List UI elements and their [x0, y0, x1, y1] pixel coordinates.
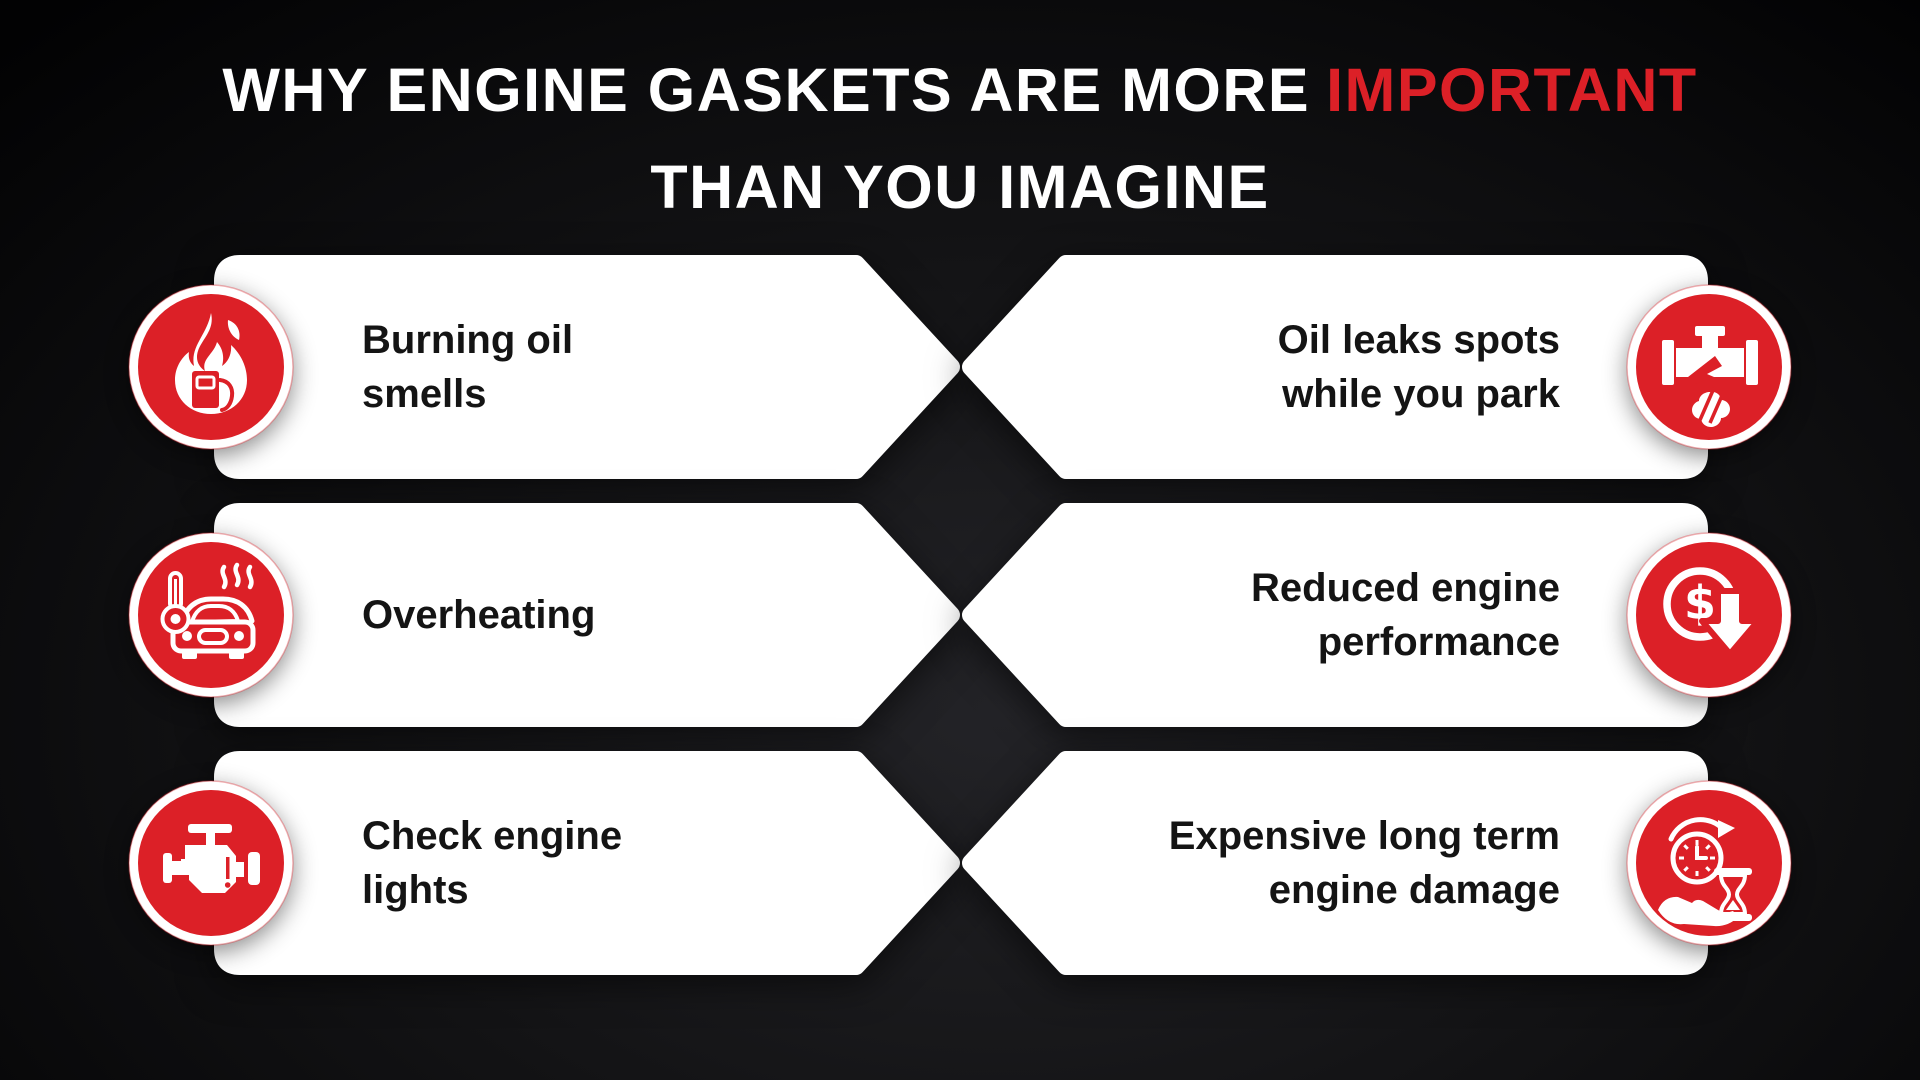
- card-arrow-shape-right: [214, 503, 960, 727]
- card-burning-oil-smells: Burning oil smells: [128, 255, 960, 479]
- card-oil-leaks-spots: Oil leaks spots while you park: [962, 255, 1792, 479]
- card-label: Overheating: [362, 593, 596, 637]
- card-check-engine-lights: Check engine lights: [128, 751, 960, 975]
- card-arrow-shape-left: [962, 751, 1708, 975]
- card-label: Reduced engine performance: [1251, 566, 1560, 664]
- card-label: Check engine lights: [362, 814, 623, 912]
- title-line-2: THAN YOU IMAGINE: [650, 153, 1270, 221]
- card-label: Expensive long term engine damage: [1168, 814, 1560, 912]
- card-arrow-shape-right: [214, 751, 960, 975]
- card-reduced-engine-performance: Reduced engine performance $: [962, 503, 1792, 727]
- oil-leak-pipe-icon: [1625, 283, 1793, 451]
- card-label: Burning oil smells: [362, 318, 574, 416]
- card-expensive-engine-damage: Expensive long term engine damage: [962, 751, 1792, 975]
- burning-fuel-flame-icon: [127, 283, 295, 451]
- title-line-1-accent: IMPORTANT: [1326, 56, 1698, 124]
- card-label: Oil leaks spots while you park: [1277, 318, 1560, 416]
- check-engine-icon: [127, 779, 295, 947]
- card-arrow-shape-left: [962, 503, 1708, 727]
- card-overheating: Overheating: [128, 503, 960, 727]
- overheating-car-icon: [127, 531, 295, 699]
- card-arrow-shape-right: [214, 255, 960, 479]
- title-line-1-main: WHY ENGINE GASKETS ARE MORE: [222, 56, 1311, 124]
- card-arrow-shape-left: [962, 255, 1708, 479]
- dollar-decrease-icon: $: [1625, 531, 1793, 699]
- time-money-hand-icon: [1625, 779, 1793, 947]
